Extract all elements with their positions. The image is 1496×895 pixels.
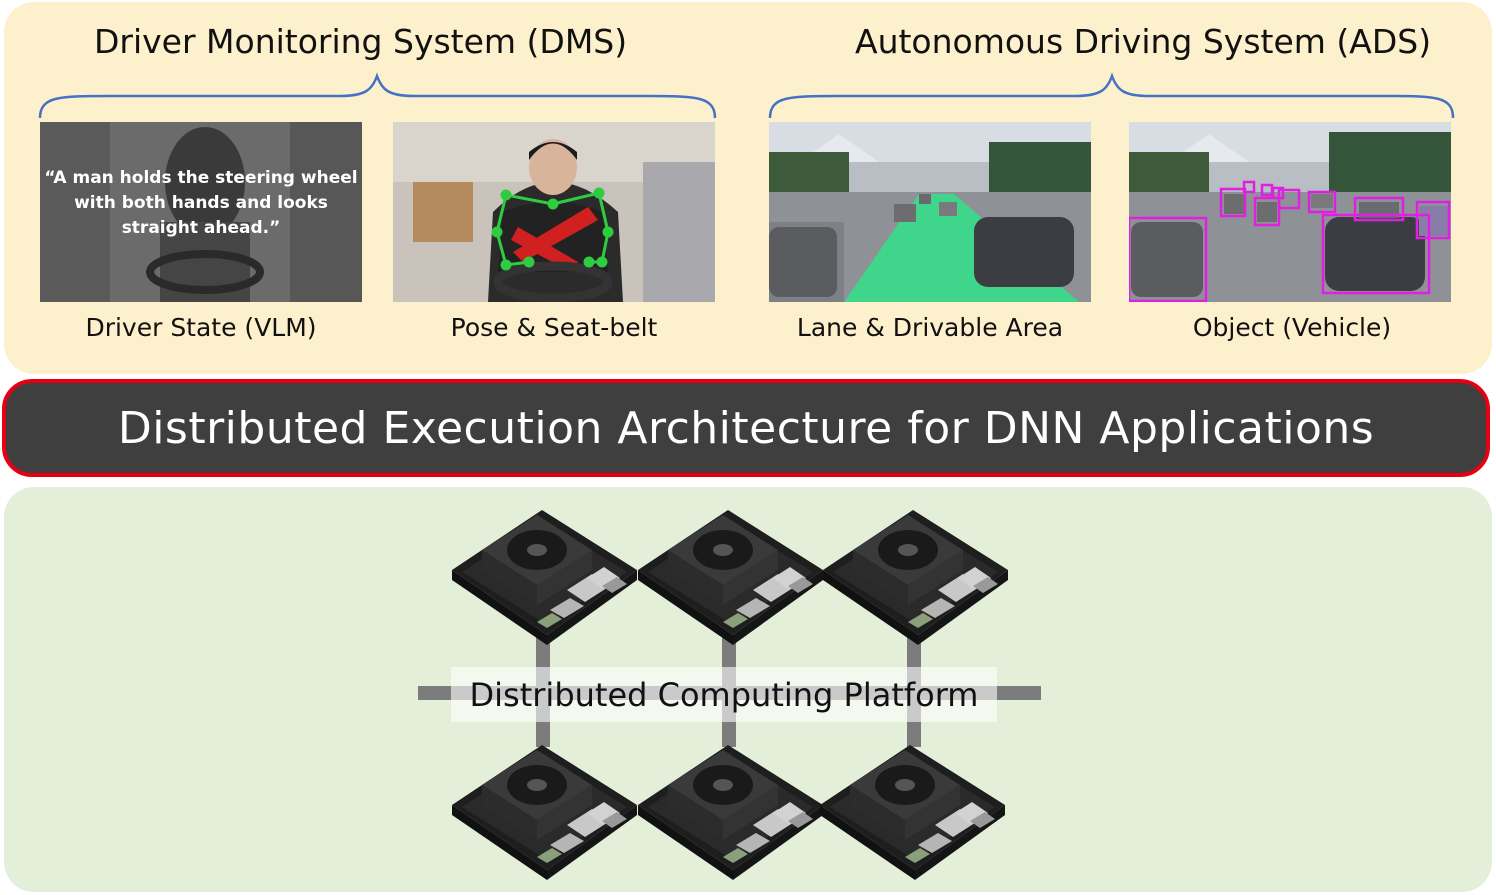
lane-image	[769, 122, 1091, 302]
group-brackets	[38, 72, 1455, 119]
dms-bracket	[38, 72, 717, 119]
object-caption: Object (Vehicle)	[1192, 313, 1392, 342]
dms-title: Driver Monitoring System (DMS)	[94, 22, 628, 61]
ads-bracket	[768, 72, 1455, 119]
pose-image	[393, 122, 715, 302]
detection-boxes	[1129, 180, 1451, 302]
pose-caption: Pose & Seat-belt	[450, 313, 658, 342]
ads-title: Autonomous Driving System (ADS)	[855, 22, 1432, 61]
driver-state-quote: “A man holds the steering wheel with bot…	[44, 168, 358, 238]
platform-label-box: Distributed Computing Platform	[451, 667, 997, 722]
board-2	[638, 510, 823, 645]
board-1	[452, 510, 637, 645]
platform-label: Distributed Computing Platform	[469, 675, 979, 714]
board-6	[820, 745, 1005, 880]
architecture-banner: Distributed Execution Architecture for D…	[2, 379, 1490, 477]
architecture-label: Distributed Execution Architecture for D…	[117, 402, 1375, 454]
board-4	[452, 745, 637, 880]
object-image	[1129, 122, 1451, 302]
driver-state-image: “A man holds the steering wheel with bot…	[40, 122, 362, 302]
board-5	[638, 745, 823, 880]
lane-caption: Lane & Drivable Area	[796, 313, 1064, 342]
pose-skeleton	[491, 187, 614, 271]
board-3	[823, 510, 1008, 645]
driver-state-caption: Driver State (VLM)	[85, 313, 317, 342]
